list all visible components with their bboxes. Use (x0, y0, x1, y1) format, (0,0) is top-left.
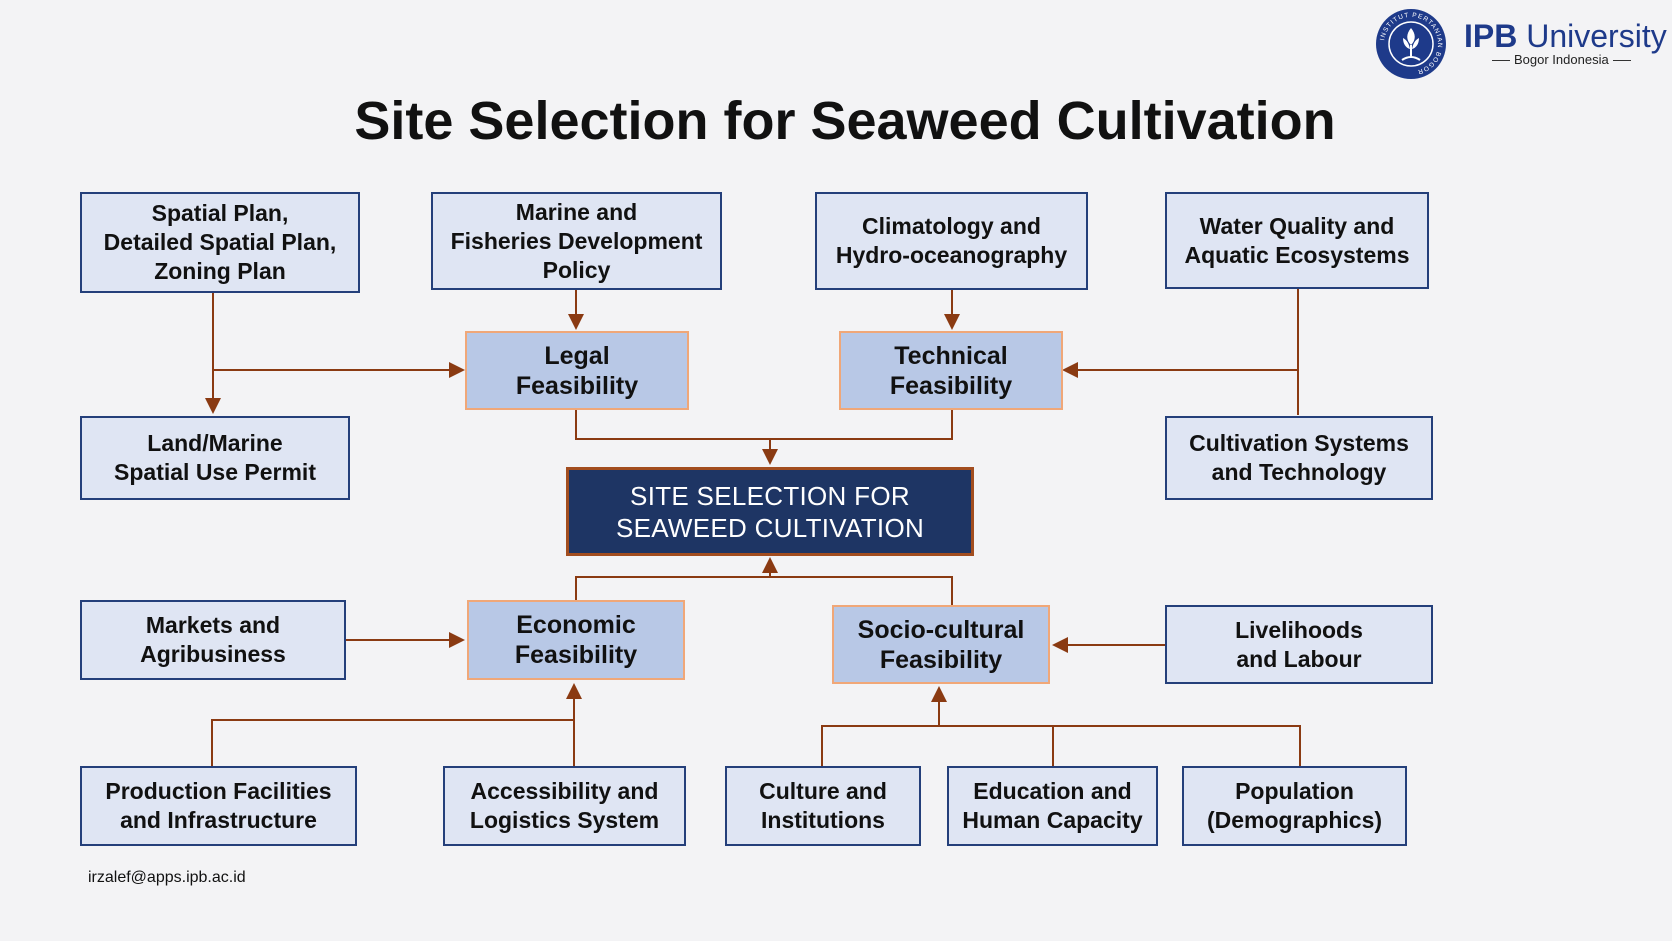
node-culture-institutions: Culture and Institutions (725, 766, 921, 846)
connector-social-drivers-bracket (821, 725, 1301, 766)
node-site-selection-center: SITE SELECTION FOR SEAWEED CULTIVATION (566, 467, 974, 556)
connector-production-branch (211, 719, 574, 766)
page-title: Site Selection for Seaweed Cultivation (354, 91, 1336, 151)
node-economic-feasibility: Economic Feasibility (467, 600, 685, 680)
node-climatology: Climatology and Hydro-oceanography (815, 192, 1088, 290)
contact-email: irzalef@apps.ipb.ac.id (88, 869, 246, 886)
node-spatial-plan: Spatial Plan, Detailed Spatial Plan, Zon… (80, 192, 360, 293)
university-short: IPB (1464, 18, 1518, 54)
university-word: University (1526, 18, 1667, 54)
connector-economic-social-bracket (575, 576, 953, 605)
university-name: IPB University (1464, 18, 1667, 55)
node-sociocultural-feasibility: Socio-cultural Feasibility (832, 605, 1050, 684)
ipb-logo-icon: INSTITUT PERTANIAN BOGOR (1376, 9, 1446, 79)
node-production-facilities: Production Facilities and Infrastructure (80, 766, 357, 846)
node-livelihoods-labour: Livelihoods and Labour (1165, 605, 1433, 684)
node-accessibility-logistics: Accessibility and Logistics System (443, 766, 686, 846)
node-cultivation-systems: Cultivation Systems and Technology (1165, 416, 1433, 500)
node-marine-fisheries-policy: Marine and Fisheries Development Policy (431, 192, 722, 290)
node-education-capacity: Education and Human Capacity (947, 766, 1158, 846)
university-location: Bogor Indonesia (1488, 52, 1628, 67)
connector-legal-technical-bracket (575, 410, 953, 440)
node-legal-feasibility: Legal Feasibility (465, 331, 689, 410)
node-technical-feasibility: Technical Feasibility (839, 331, 1063, 410)
node-population-demographics: Population (Demographics) (1182, 766, 1407, 846)
node-markets-agribusiness: Markets and Agribusiness (80, 600, 346, 680)
node-land-marine-permit: Land/Marine Spatial Use Permit (80, 416, 350, 500)
node-water-quality: Water Quality and Aquatic Ecosystems (1165, 192, 1429, 289)
